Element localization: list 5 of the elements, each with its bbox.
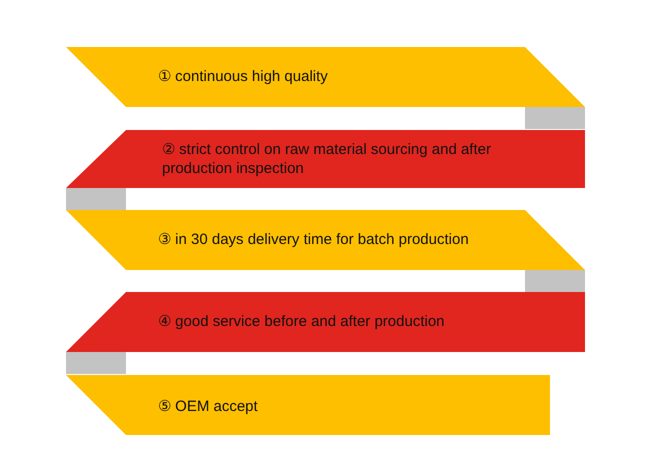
band-text: ① continuous high quality (158, 67, 329, 86)
band-text: ② strict control on raw material sourcing and after production inspection (162, 140, 492, 178)
band-text: ⑤ OEM accept (158, 397, 259, 416)
band-text: ④ good service before and after production (158, 312, 446, 331)
band-text: ③ in 30 days delivery time for batch production (158, 230, 470, 249)
